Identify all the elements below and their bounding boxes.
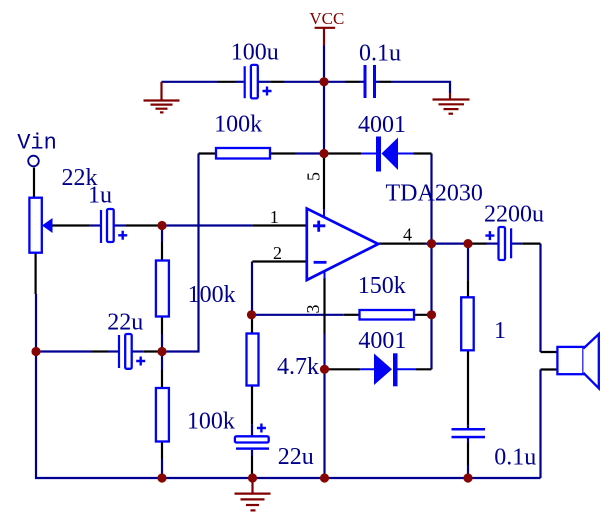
svg-text:100k: 100k: [214, 111, 262, 137]
svg-text:VCC: VCC: [309, 9, 344, 28]
svg-text:100u: 100u: [231, 40, 279, 66]
svg-text:22k: 22k: [62, 165, 98, 191]
svg-text:150k: 150k: [358, 273, 406, 299]
svg-text:0.1u: 0.1u: [494, 444, 536, 470]
svg-text:0.1u: 0.1u: [359, 40, 401, 66]
svg-text:4001: 4001: [358, 328, 406, 354]
svg-text:100k: 100k: [188, 282, 236, 308]
svg-text:4001: 4001: [358, 112, 406, 138]
svg-text:Vin: Vin: [17, 130, 57, 155]
svg-text:22u: 22u: [107, 310, 143, 336]
svg-text:2: 2: [273, 243, 282, 263]
svg-text:TDA2030: TDA2030: [386, 181, 483, 207]
svg-text:100k: 100k: [187, 409, 235, 435]
svg-text:5: 5: [304, 172, 324, 181]
svg-text:4: 4: [403, 225, 412, 245]
svg-text:1: 1: [494, 318, 506, 344]
svg-text:2200u: 2200u: [484, 201, 544, 227]
svg-text:1: 1: [270, 207, 279, 227]
svg-text:22u: 22u: [278, 444, 314, 470]
svg-text:4.7k: 4.7k: [277, 354, 319, 380]
svg-text:1u: 1u: [88, 183, 112, 209]
svg-text:3: 3: [303, 305, 323, 314]
